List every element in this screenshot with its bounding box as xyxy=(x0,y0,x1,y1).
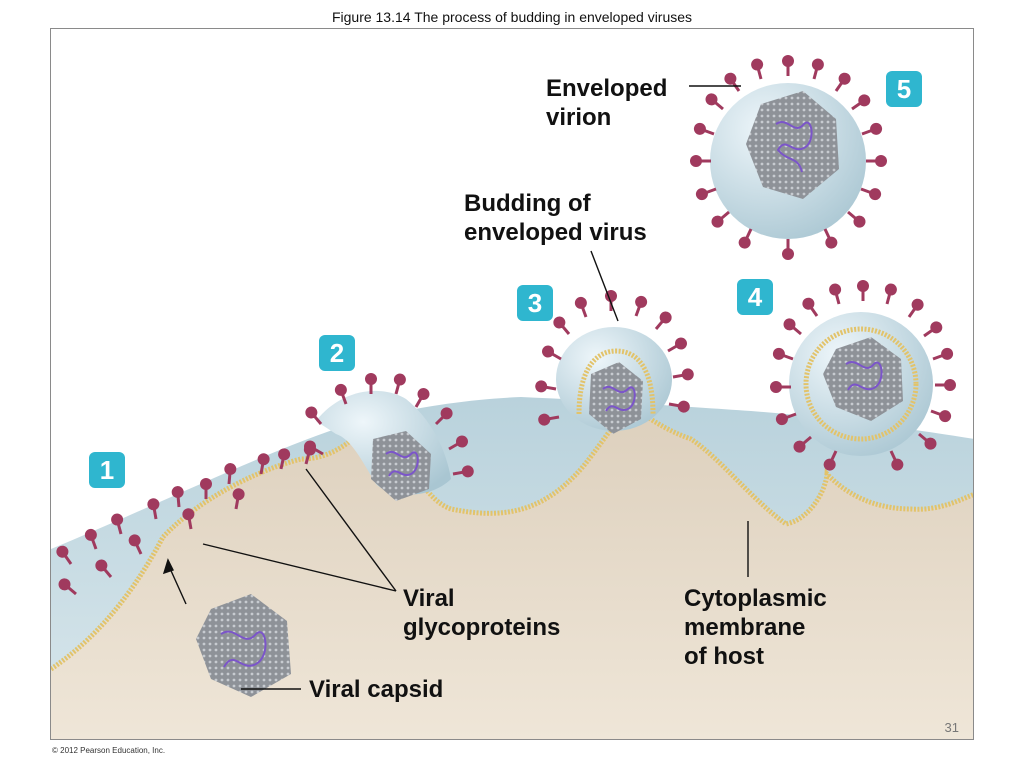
label-cytoplasmic-membrane: Cytoplasmic membrane of host xyxy=(684,585,827,670)
page-number: 31 xyxy=(944,720,959,735)
step-4-badge: 4 xyxy=(737,279,773,315)
diagram-frame: Enveloped virion Budding of enveloped vi… xyxy=(50,28,974,740)
step-5-badge: 5 xyxy=(886,71,922,107)
step-1-badge: 1 xyxy=(89,452,125,488)
figure-title: Figure 13.14 The process of budding in e… xyxy=(331,9,693,25)
step5-capsid xyxy=(746,91,839,199)
label-budding: Budding of enveloped virus xyxy=(464,190,647,246)
step-3-badge: 3 xyxy=(517,285,553,321)
step2-capsid xyxy=(371,431,431,501)
label-enveloped-virion: Enveloped virion xyxy=(546,75,668,131)
label-viral-capsid: Viral capsid xyxy=(309,676,444,703)
free-capsid xyxy=(196,594,291,697)
budding-diagram xyxy=(51,53,973,739)
host-membrane xyxy=(51,406,973,672)
label-glycoproteins: Viral glycoproteins xyxy=(403,585,561,641)
step3-capsid xyxy=(589,362,643,434)
copyright: © 2012 Pearson Education, Inc. xyxy=(52,746,166,755)
leader-lines xyxy=(162,85,749,690)
step4-capsid xyxy=(823,337,903,421)
step-2-badge: 2 xyxy=(319,335,355,371)
